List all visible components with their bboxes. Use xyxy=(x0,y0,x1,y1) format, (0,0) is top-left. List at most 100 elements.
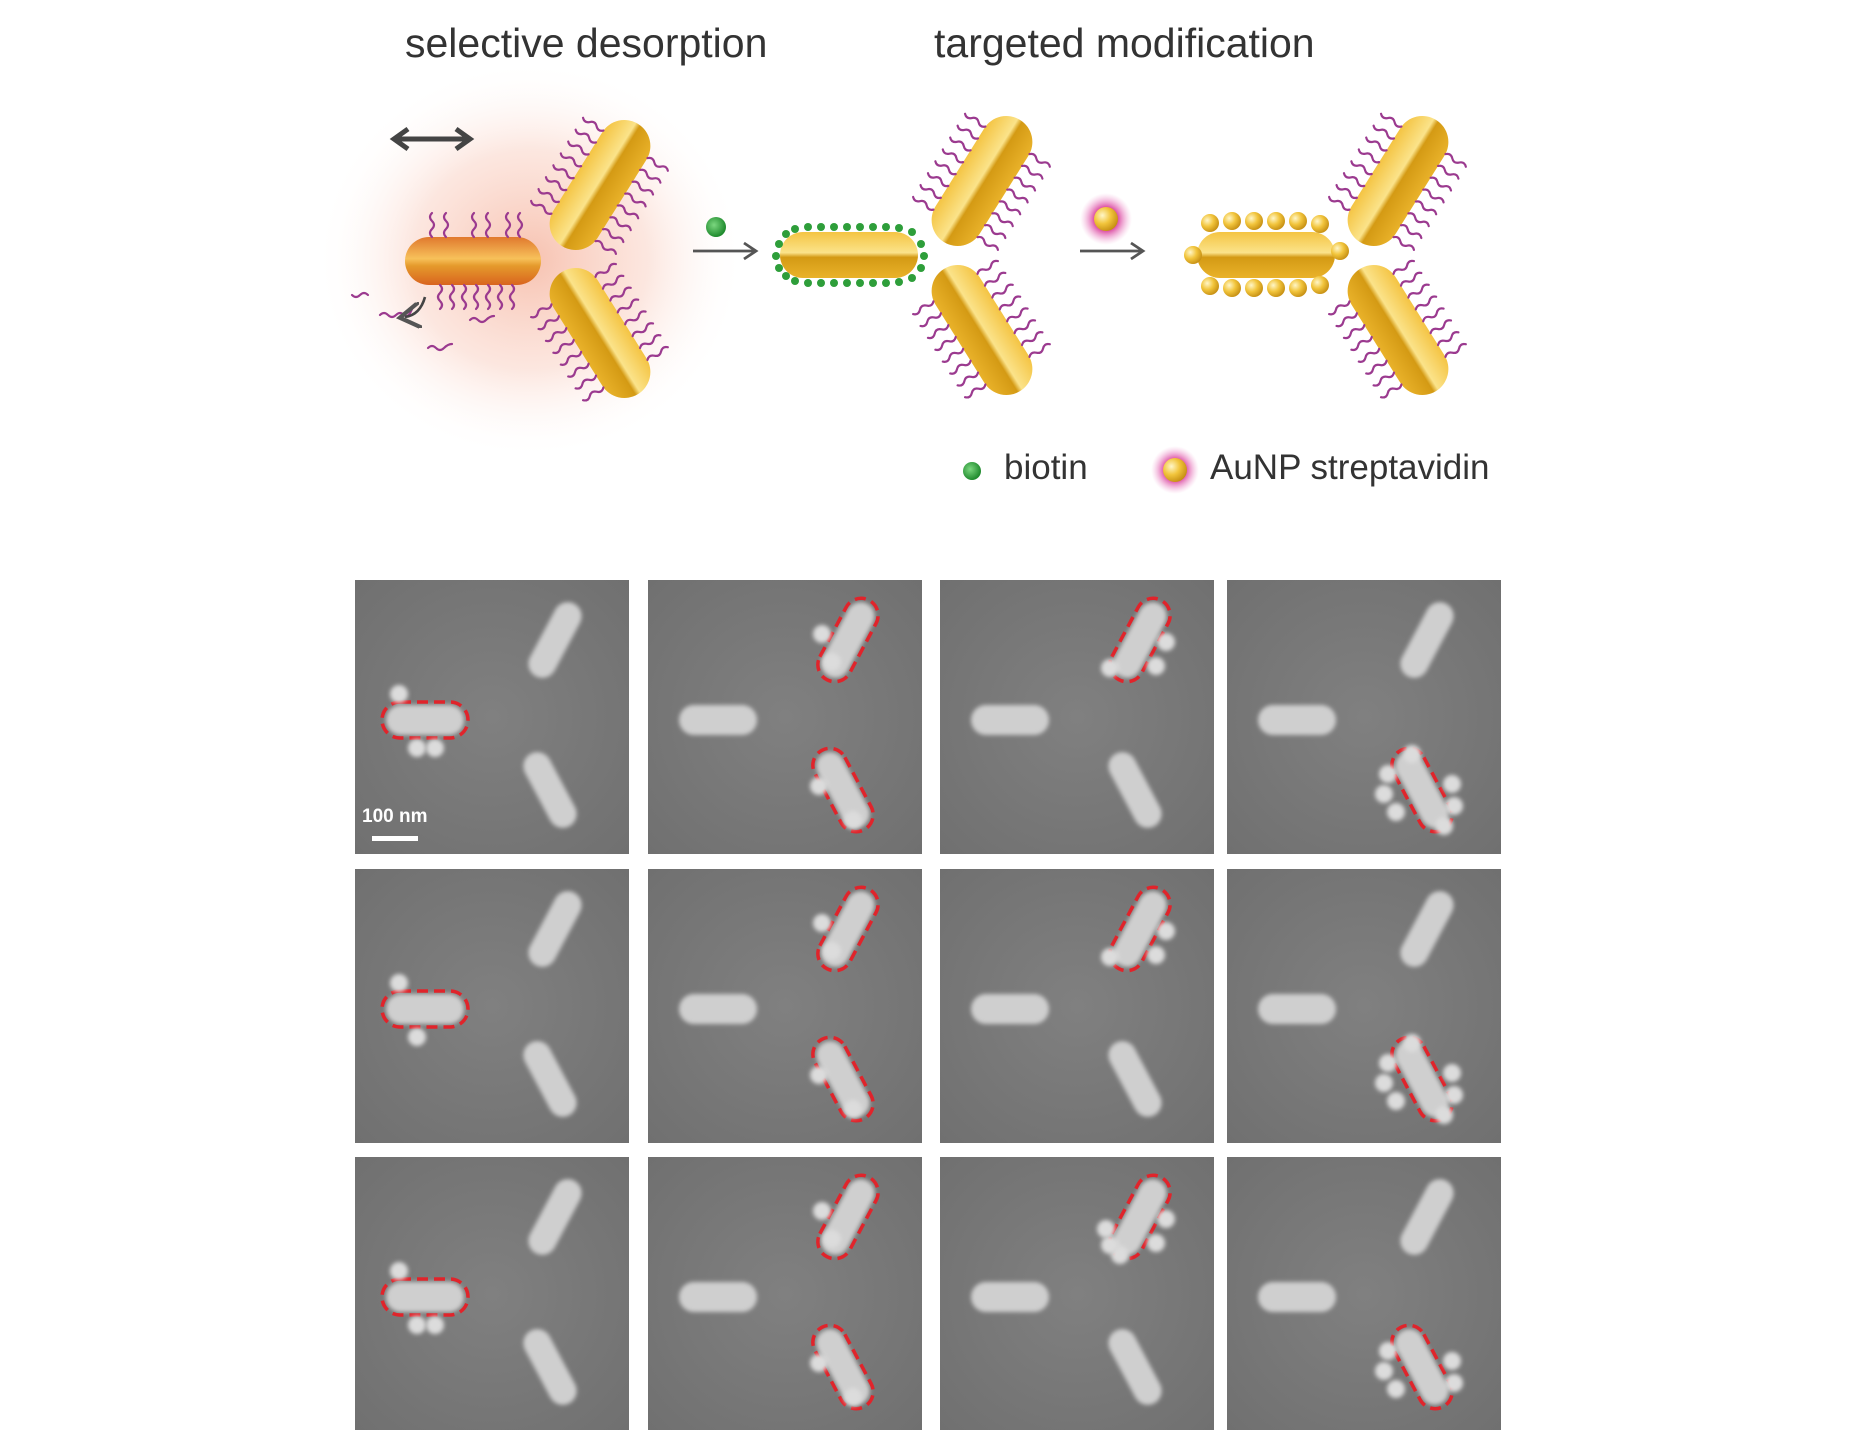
nanorod xyxy=(1395,752,1449,828)
sem-panel-bg xyxy=(648,1157,922,1430)
aunp-decorated-rod xyxy=(1197,232,1335,278)
nanorod xyxy=(528,602,582,678)
biotin-coated-rod xyxy=(780,232,918,278)
highlight-outline xyxy=(811,1323,875,1411)
aunp-particle xyxy=(390,685,408,703)
aunp-particle xyxy=(1379,1054,1397,1072)
aunp-particle xyxy=(844,1100,862,1118)
nanorod xyxy=(1395,1329,1449,1405)
aunp-particle xyxy=(1147,946,1165,964)
aunp-particle xyxy=(844,1388,862,1406)
sem-panel xyxy=(940,580,1214,854)
aunp-particle xyxy=(1387,1092,1405,1110)
nanorod xyxy=(523,1329,577,1405)
sem-panel-bg xyxy=(1227,869,1501,1143)
nanorod xyxy=(1108,1041,1162,1117)
aunp-particle xyxy=(813,625,831,643)
aunp-particle xyxy=(1403,1034,1421,1052)
aunp-particle xyxy=(1157,922,1175,940)
assembly-scheme xyxy=(315,60,1467,494)
sem-panel xyxy=(355,1157,629,1430)
aunp-particle xyxy=(810,1066,828,1084)
nanorod xyxy=(679,994,757,1024)
aunp-particle xyxy=(408,1316,426,1334)
sem-panel-bg xyxy=(940,1157,1214,1430)
aunp-particle xyxy=(1443,1064,1461,1082)
aunp-particle xyxy=(1147,1234,1165,1252)
nanorod xyxy=(1258,705,1336,735)
aunp-particle xyxy=(408,1028,426,1046)
aunp-particle xyxy=(1443,775,1461,793)
highlight-outline xyxy=(1390,1323,1454,1411)
aunp-particle xyxy=(426,1316,444,1334)
sem-panel-bg xyxy=(940,580,1214,854)
nanorod xyxy=(528,891,582,967)
biotin-legend-icon xyxy=(963,462,981,480)
highlight-outline xyxy=(380,989,470,1029)
nanorod xyxy=(816,752,870,828)
nanorod xyxy=(1113,891,1167,967)
highlight-outline xyxy=(1390,746,1454,834)
aunp-particle xyxy=(1445,1374,1463,1392)
sem-panel xyxy=(1227,580,1501,854)
aunp-particle xyxy=(813,914,831,932)
sem-panel-bg xyxy=(1227,580,1501,854)
aunp-particle xyxy=(390,1262,408,1280)
scale-bar xyxy=(372,836,418,841)
aunp-particle xyxy=(390,974,408,992)
aunp-particle xyxy=(1375,785,1393,803)
aunp-particle xyxy=(1157,633,1175,651)
legend-label-biotin: biotin xyxy=(1004,448,1088,487)
nanorod xyxy=(1395,1041,1449,1117)
sem-panel-bg xyxy=(648,580,922,854)
highlight-outline xyxy=(811,1035,875,1123)
nanorod xyxy=(523,1041,577,1117)
nanorod xyxy=(1400,891,1454,967)
aunp-particle xyxy=(1101,948,1119,966)
nanorod xyxy=(1400,1179,1454,1255)
aunp-particle xyxy=(810,777,828,795)
title-selective-desorption: selective desorption xyxy=(405,20,768,66)
double-arrow-icon xyxy=(389,126,475,152)
aunp-particle xyxy=(1435,1106,1453,1124)
trimer-1 xyxy=(350,116,669,402)
highlight-outline xyxy=(380,700,470,740)
aunp-particle xyxy=(426,739,444,757)
highlight-outline xyxy=(811,746,875,834)
nanorod xyxy=(528,1179,582,1255)
sem-panel-bg xyxy=(355,1157,629,1430)
sem-panel xyxy=(648,869,922,1143)
nanorod xyxy=(1108,752,1162,828)
sem-panel xyxy=(1227,869,1501,1143)
sem-panel xyxy=(940,869,1214,1143)
nanorod xyxy=(816,1329,870,1405)
scale-bar-label: 100 nm xyxy=(362,806,428,827)
highlight-outline xyxy=(816,1173,880,1261)
nanorod xyxy=(679,705,757,735)
nanorod xyxy=(1258,994,1336,1024)
nanorod xyxy=(1113,1179,1167,1255)
aunp-particle xyxy=(1387,803,1405,821)
aunp-particle xyxy=(823,653,841,671)
aunp-particle xyxy=(408,739,426,757)
nanorod xyxy=(386,1282,464,1312)
trimer-3 xyxy=(1184,112,1467,399)
nanorod xyxy=(523,752,577,828)
sem-panel-bg xyxy=(355,869,629,1143)
highlight-outline xyxy=(1108,596,1172,684)
nanorod xyxy=(1108,1329,1162,1405)
aunp-particle xyxy=(1101,659,1119,677)
legend-label-aunp: AuNP streptavidin xyxy=(1210,448,1490,487)
nanorod xyxy=(971,705,1049,735)
highlight-outline xyxy=(1390,1035,1454,1123)
highlight-outline xyxy=(1108,885,1172,973)
nanorod xyxy=(386,705,464,735)
aunp-particle xyxy=(813,1202,831,1220)
sem-panel-bg xyxy=(648,869,922,1143)
aunp-particle xyxy=(823,1230,841,1248)
aunp-particle xyxy=(810,1354,828,1372)
nanorod xyxy=(821,602,875,678)
aunp-particle xyxy=(1111,1246,1129,1264)
nanorod xyxy=(1258,1282,1336,1312)
aunp-particle xyxy=(1387,1380,1405,1398)
